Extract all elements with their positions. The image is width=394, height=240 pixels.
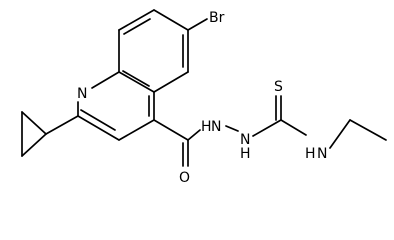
bond-c6-br — [187, 18, 208, 31]
bond-c3-c4 — [118, 119, 155, 141]
bond-cp-a — [21, 111, 47, 135]
bond-carbonyl-n1 — [187, 129, 201, 141]
hydrazide-n-left-label: N — [211, 119, 221, 135]
bond-c8a-c4a — [118, 71, 155, 93]
bond-c8-c5 — [118, 9, 155, 31]
thiocarbonyl-group — [275, 95, 282, 121]
hydrazide-n-right-label: N — [240, 132, 250, 148]
molecule-canvas: Br N O H N H N — [21, 9, 387, 186]
bond-n1-n2 — [225, 125, 239, 132]
bond-c4-carbonyl — [153, 119, 189, 141]
bond-c2-cp — [45, 115, 79, 135]
hydrazide-h-left-label: H — [201, 119, 212, 135]
sulfur-label: S — [274, 79, 283, 95]
quinoline-benzene-ring — [118, 9, 189, 93]
carbonyl-group — [153, 119, 189, 167]
bond-c4a-n1 — [91, 71, 120, 89]
bond-n2-thiocarbonyl — [252, 119, 282, 137]
bromine-label: Br — [209, 10, 225, 26]
ring-nitrogen-label: N — [77, 86, 87, 102]
cyclopropyl-group — [21, 111, 79, 157]
bond-c7-c8a — [153, 71, 189, 93]
molecule-structure: Br N O H N H N — [21, 9, 387, 186]
bond-cp-b — [21, 133, 47, 157]
carbonyl-oxygen-label: O — [179, 170, 190, 186]
amine-h-label: H — [305, 146, 316, 162]
bond-c2-c3 — [77, 115, 120, 141]
bond-thiocarbonyl-n — [280, 119, 307, 136]
bond-c2-c3-inner — [80, 109, 116, 131]
bond-ethyl-ch3 — [349, 119, 387, 141]
hydrazide-h-right-label: H — [240, 146, 251, 162]
bond-c8a-c4a-inner — [122, 70, 150, 87]
bond-n-ethyl-ch2 — [329, 119, 351, 149]
amine-n-label: N — [317, 146, 327, 162]
quinoline-pyridine-ring — [77, 71, 155, 141]
bond-c8-c5-inner — [123, 18, 151, 35]
bond-c5-c6 — [153, 9, 189, 31]
